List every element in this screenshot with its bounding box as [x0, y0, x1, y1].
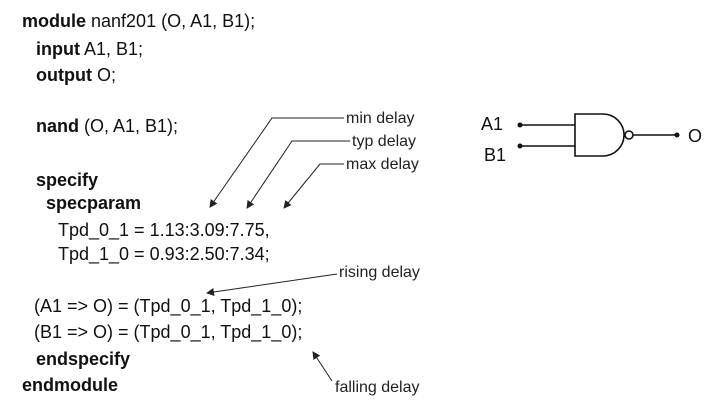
- keyword-endmodule: endmodule: [22, 375, 119, 395]
- annotation-falling-delay: falling delay: [335, 379, 420, 396]
- arrow-rising-delay: [206, 273, 338, 296]
- output-ports: O;: [91, 65, 116, 85]
- keyword-specify: specify: [36, 170, 99, 190]
- annotation-max-delay: max delay: [346, 156, 419, 173]
- code-line-tpd-0-1: Tpd_0_1 = 1.13:3.09:7.75,: [58, 220, 270, 240]
- nand-gate-icon: [517, 113, 680, 157]
- keyword-module: module: [22, 11, 87, 31]
- gate-input-b1-label: B1: [484, 145, 507, 165]
- nand-instance: (O, A1, B1);: [79, 116, 179, 136]
- arrow-max-delay: [283, 163, 344, 209]
- arrow-typ-delay: [246, 140, 350, 209]
- code-line-nand: nand (O, A1, B1);: [36, 116, 178, 136]
- gate-output-o-label: O: [688, 126, 703, 146]
- annotation-min-delay: min delay: [346, 110, 415, 127]
- keyword-output: output: [36, 65, 92, 85]
- keyword-endspecify: endspecify: [36, 349, 131, 369]
- code-line-path-b1: (B1 => O) = (Tpd_0_1, Tpd_1_0);: [34, 322, 303, 342]
- code-line-input: input A1, B1;: [36, 39, 143, 59]
- gate-input-a1-label: A1: [481, 114, 504, 134]
- arrow-falling-delay: [312, 351, 333, 382]
- annotation-rising-delay: rising delay: [339, 264, 420, 281]
- code-line-output: output O;: [36, 65, 116, 85]
- keyword-nand: nand: [36, 116, 79, 136]
- code-line-path-a1: (A1 => O) = (Tpd_0_1, Tpd_1_0);: [34, 296, 303, 316]
- code-line-tpd-1-0: Tpd_1_0 = 0.93:2.50:7.34;: [58, 244, 270, 264]
- keyword-specparam: specparam: [46, 193, 142, 213]
- input-ports: A1, B1;: [79, 39, 144, 59]
- keyword-input: input: [36, 39, 80, 59]
- arrow-min-delay: [209, 117, 344, 208]
- module-declaration: nanf201 (O, A1, B1);: [86, 11, 256, 31]
- annotation-typ-delay: typ delay: [352, 133, 417, 150]
- code-line-module: module nanf201 (O, A1, B1);: [22, 11, 255, 31]
